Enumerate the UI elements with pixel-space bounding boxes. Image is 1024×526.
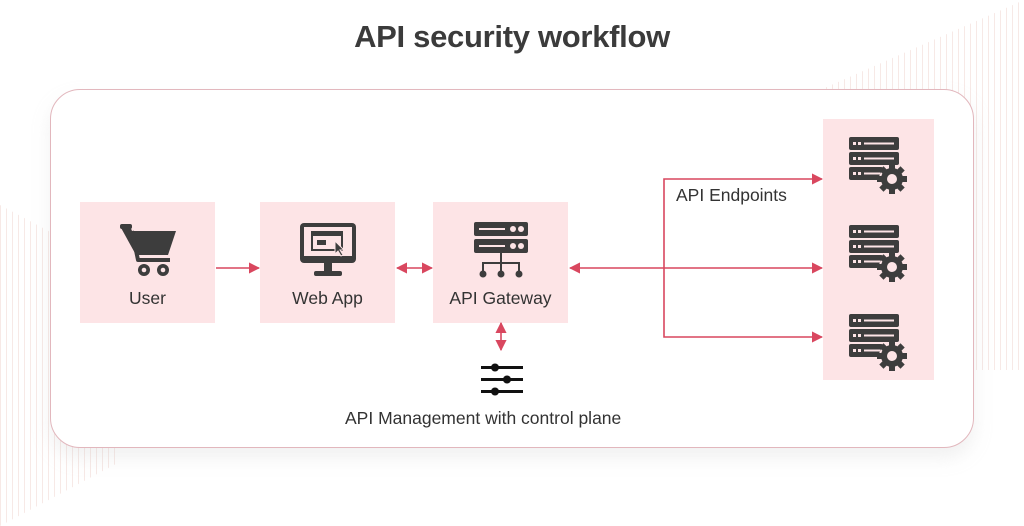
node-user-label: User <box>129 288 166 308</box>
node-web-app: Web App <box>260 202 395 323</box>
monitor-with-browser-cursor-icon <box>299 223 356 276</box>
diagram-title: API security workflow <box>354 19 670 54</box>
sliders-icon <box>481 363 523 396</box>
api-management-label: API Management with control plane <box>345 408 622 428</box>
api-endpoints-label: API Endpoints <box>676 185 787 205</box>
server-gear-icon <box>849 225 907 282</box>
server-gear-icon <box>849 314 907 371</box>
server-network-icon <box>473 222 528 278</box>
edge-bus-endpoint-3 <box>663 268 824 343</box>
api-endpoints-group <box>823 119 934 380</box>
node-api-gateway: API Gateway <box>433 202 568 323</box>
edge-bus-endpoint-1 <box>663 173 824 268</box>
node-user: User <box>80 202 215 323</box>
node-web-app-label: Web App <box>292 288 363 308</box>
node-api-gateway-label: API Gateway <box>449 288 552 308</box>
server-gear-icon <box>849 137 907 194</box>
shopping-cart-icon <box>119 224 176 276</box>
